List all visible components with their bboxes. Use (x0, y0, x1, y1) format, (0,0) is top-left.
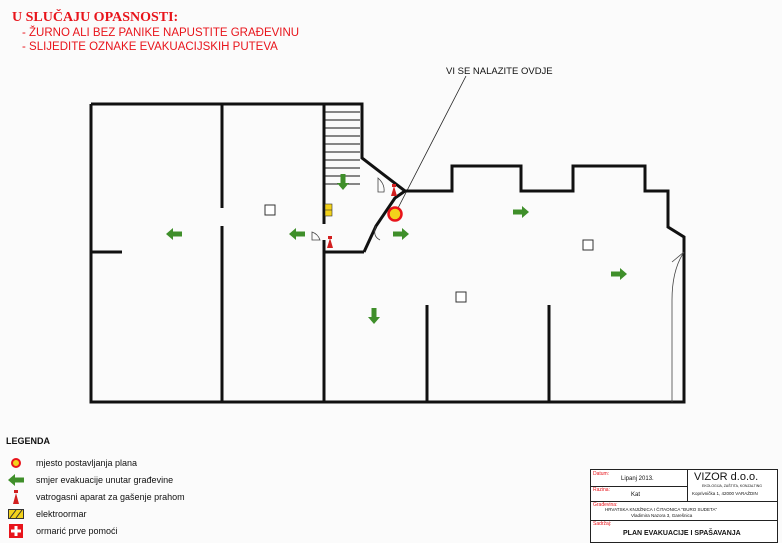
walls (89, 102, 686, 404)
evacuation-arrow-icon (6, 473, 26, 487)
legend-label: mjesto postavljanja plana (36, 457, 138, 468)
legend-label: ormarić prve pomoći (36, 525, 118, 536)
warning-block: U SLUČAJU OPASNOSTI: - ŽURNO ALI BEZ PAN… (12, 10, 299, 54)
date-value: Lipanj 2013. (621, 476, 654, 482)
column (582, 239, 594, 251)
you-are-here-label: VI SE NALAZITE OVDJE (446, 66, 553, 77)
pointer-line (396, 75, 467, 211)
door-arc-right (671, 251, 685, 402)
floor-value: Kat (631, 492, 641, 498)
content-label: Sadržaj: (593, 521, 612, 527)
column (455, 291, 467, 303)
building-address: Vladimira Nazora 3, Garešnica (631, 513, 693, 518)
fire-extinguisher-icon (391, 184, 397, 196)
legend-item: smjer evakuacije unutar građevine (6, 471, 185, 488)
evacuation-arrow-icon (513, 206, 529, 218)
door-swing (377, 177, 385, 193)
warning-line-2: - SLIJEDITE OZNAKE EVAKUACIJSKIH PUTEVA (22, 41, 278, 53)
legend: LEGENDA mjesto postavljanja plana smjer … (6, 436, 185, 539)
title-block: Datum: Lipanj 2013. Razina: Kat VIZOR d.… (590, 469, 778, 543)
first-aid-icon (6, 523, 26, 538)
legend-heading: LEGENDA (6, 436, 51, 446)
evacuation-arrow-icon (611, 268, 627, 280)
legend-item: elektroormar (6, 505, 185, 522)
date-label: Datum: (593, 471, 610, 477)
building-name: HRVATSKA KNJIŽNICA I ČITAONICA "ĐURO SUD… (605, 507, 718, 512)
fire-extinguisher-icon (6, 489, 26, 504)
legend-label: vatrogasni aparat za gašenje prahom (36, 491, 185, 502)
legend-label: smjer evakuacije unutar građevine (36, 474, 174, 485)
column (264, 204, 276, 216)
evacuation-arrow-icon (393, 228, 409, 240)
electrical-cabinet-icon (324, 203, 333, 217)
legend-item: mjesto postavljanja plana (6, 454, 185, 471)
stairs (324, 111, 360, 185)
plan-location-marker (387, 206, 403, 222)
company-address: Koprivnička 1, 42000 VARAŽDIN (692, 491, 758, 496)
legend-label: elektroormar (36, 508, 87, 519)
plan-location-icon (6, 456, 26, 470)
warning-line-1: - ŽURNO ALI BEZ PANIKE NAPUSTITE GRAĐEVI… (22, 27, 300, 39)
evacuation-arrow-icon (166, 228, 182, 240)
content-title: PLAN EVAKUACIJE I SPAŠAVANJA (623, 530, 741, 537)
company-sub: EKOLOGIJA, ZAŠTITA, KONZALTING (702, 484, 762, 488)
company-name: VIZOR d.o.o. (694, 471, 759, 483)
fire-extinguisher-icon (327, 236, 333, 248)
legend-item: vatrogasni aparat za gašenje prahom (6, 488, 185, 505)
door-swing (311, 231, 321, 241)
evacuation-arrow-icon (289, 228, 305, 240)
door-swing (374, 225, 381, 241)
evacuation-arrow-icon (368, 308, 380, 324)
legend-item: ormarić prve pomoći (6, 522, 185, 539)
electrical-cabinet-icon (6, 507, 26, 521)
floor-label: Razina: (593, 487, 610, 493)
building-label: Građevina: (593, 502, 618, 508)
warning-title: U SLUČAJU OPASNOSTI: (12, 10, 179, 25)
